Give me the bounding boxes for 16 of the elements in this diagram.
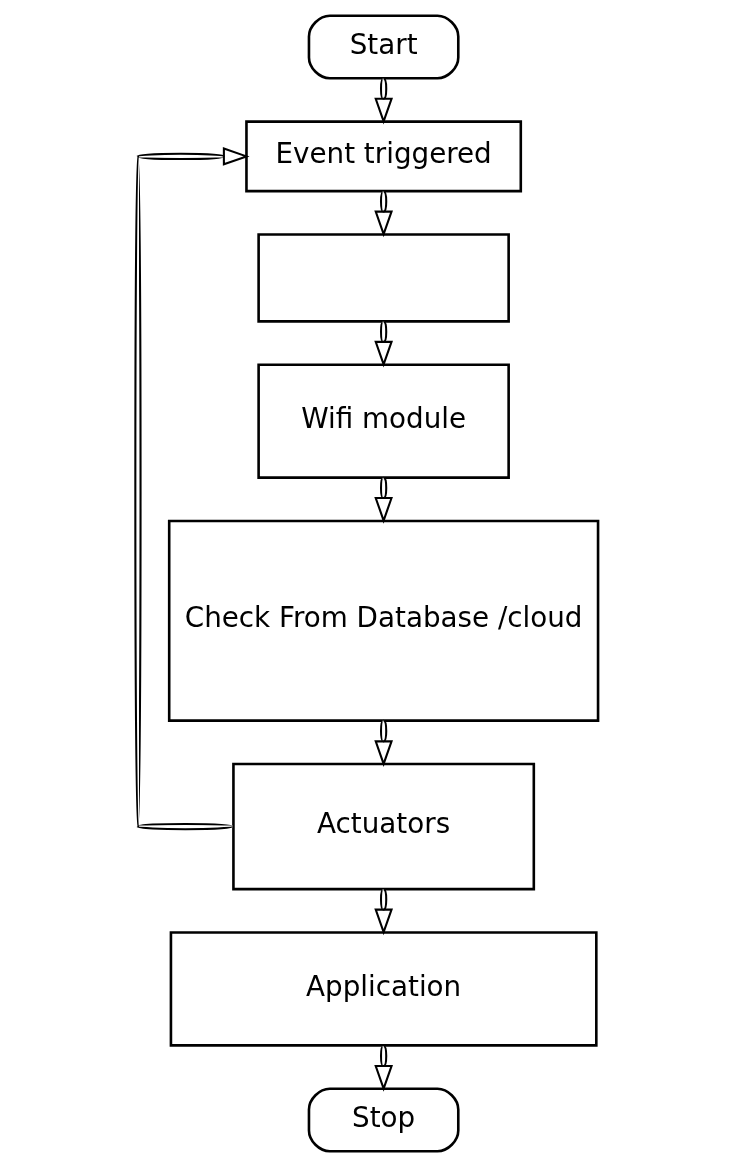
arrow (133, 147, 250, 831)
node-box: Stop (307, 1087, 460, 1153)
node-box: Application (169, 931, 598, 1047)
arrow (373, 321, 393, 368)
arrow (373, 720, 393, 768)
node-box: Check From Database /cloud (167, 519, 599, 722)
arrow (373, 190, 393, 238)
node-box: Start (307, 14, 460, 80)
arrow (373, 477, 393, 524)
node-box: Wifi module (256, 363, 510, 479)
arrow (373, 78, 393, 125)
arrow (373, 1045, 393, 1092)
node-box: Actuators (231, 762, 535, 891)
arrow (373, 888, 393, 936)
node-box: Event triggered (244, 120, 522, 193)
node-box (256, 233, 510, 323)
